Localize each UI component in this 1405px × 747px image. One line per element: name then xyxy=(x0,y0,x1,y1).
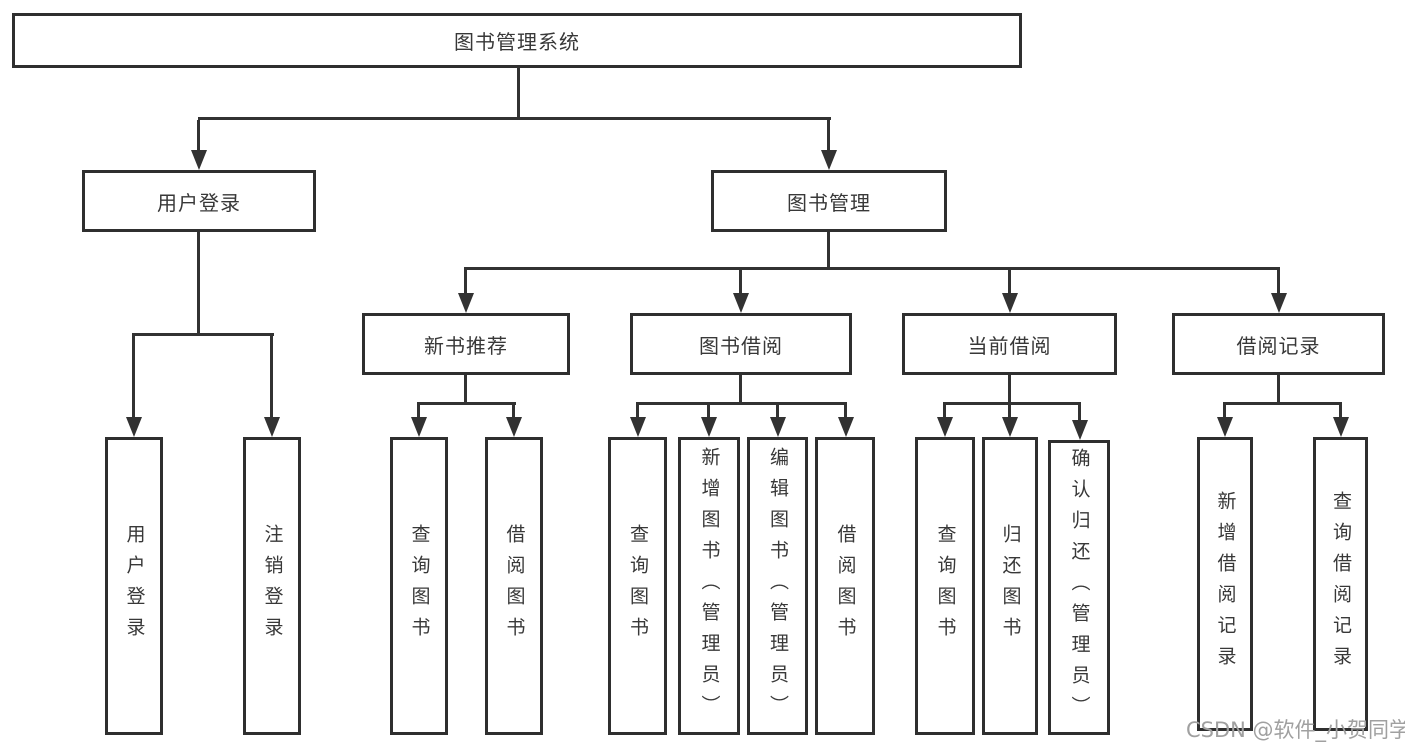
node-book-management: 图书管理 xyxy=(711,170,947,232)
connector-line xyxy=(636,405,639,419)
connector-line xyxy=(1339,405,1342,419)
arrowhead-icon xyxy=(770,417,786,437)
leaf-add-borrow-record: 新增借阅记录 xyxy=(1197,437,1253,731)
connector-line xyxy=(1008,405,1011,419)
node-label: 查询借阅记录 xyxy=(1330,491,1352,677)
connector-line xyxy=(943,402,1081,405)
connector-line xyxy=(1223,405,1226,419)
leaf-return-book: 归还图书 xyxy=(982,437,1038,735)
leaf-query-book-current: 查询图书 xyxy=(915,437,975,735)
arrowhead-icon xyxy=(1002,417,1018,437)
node-user-login: 用户登录 xyxy=(82,170,316,232)
arrowhead-icon xyxy=(1333,417,1349,437)
connector-line xyxy=(1223,402,1342,405)
node-label: 查询图书 xyxy=(627,524,649,648)
connector-line xyxy=(512,405,515,419)
connector-line xyxy=(776,405,779,419)
arrowhead-icon xyxy=(411,417,427,437)
arrowhead-icon xyxy=(126,417,142,437)
connector-line xyxy=(844,405,847,419)
node-label: 新增借阅记录 xyxy=(1214,491,1237,677)
node-label: 确认归还（管理员） xyxy=(1068,448,1091,727)
connector-line xyxy=(739,270,742,295)
node-label: 新书推荐 xyxy=(424,333,508,358)
leaf-logout: 注销登录 xyxy=(243,437,301,735)
leaf-borrow-book-recommend: 借阅图书 xyxy=(485,437,543,735)
node-label: 用户登录 xyxy=(123,524,146,648)
leaf-user-login: 用户登录 xyxy=(105,437,163,735)
arrowhead-icon xyxy=(1217,417,1233,437)
connector-line xyxy=(417,405,420,419)
arrowhead-icon xyxy=(733,293,749,313)
connector-line xyxy=(464,375,467,405)
connector-line xyxy=(464,270,467,295)
connector-line xyxy=(739,375,742,405)
arrowhead-icon xyxy=(1002,293,1018,313)
node-label: 新增图书（管理员） xyxy=(698,446,721,726)
arrowhead-icon xyxy=(458,293,474,313)
node-borrow-record: 借阅记录 xyxy=(1172,313,1385,375)
arrowhead-icon xyxy=(630,417,646,437)
node-label: 查询图书 xyxy=(408,524,431,648)
connector-line xyxy=(943,405,946,419)
leaf-borrow-book: 借阅图书 xyxy=(815,437,875,735)
arrowhead-icon xyxy=(1072,420,1088,440)
connector-line xyxy=(827,120,830,152)
node-label: 图书管理系统 xyxy=(454,30,580,54)
arrowhead-icon xyxy=(191,150,207,170)
leaf-query-book-recommend: 查询图书 xyxy=(390,437,448,735)
connector-line xyxy=(197,232,200,336)
connector-line xyxy=(198,117,831,120)
node-label: 图书管理 xyxy=(787,190,871,215)
node-label: 当前借阅 xyxy=(967,333,1052,358)
connector-line xyxy=(707,405,710,419)
leaf-confirm-return-admin: 确认归还（管理员） xyxy=(1048,440,1110,735)
node-new-book-recommend: 新书推荐 xyxy=(362,313,570,375)
node-label: 归还图书 xyxy=(999,524,1022,648)
node-label: 编辑图书（管理员） xyxy=(767,446,789,726)
connector-line xyxy=(827,232,830,270)
csdn-watermark: CSDN @软件_小贺同学 xyxy=(1186,718,1405,742)
node-label: 注销登录 xyxy=(261,524,284,648)
node-label: 图书借阅 xyxy=(699,333,783,358)
node-label: 借阅图书 xyxy=(834,524,857,648)
connector-line xyxy=(132,336,135,419)
leaf-query-borrow-record: 查询借阅记录 xyxy=(1313,437,1368,731)
node-label: 查询图书 xyxy=(934,524,957,648)
connector-line xyxy=(1277,270,1280,295)
connector-line xyxy=(417,402,516,405)
node-label: 借阅记录 xyxy=(1236,333,1321,358)
connector-line xyxy=(464,267,1280,270)
node-label: 借阅图书 xyxy=(503,524,526,648)
arrowhead-icon xyxy=(937,417,953,437)
connector-line xyxy=(1008,375,1011,405)
connector-line xyxy=(1078,405,1081,422)
leaf-add-book-admin: 新增图书（管理员） xyxy=(678,437,740,735)
arrowhead-icon xyxy=(821,150,837,170)
arrowhead-icon xyxy=(1271,293,1287,313)
arrowhead-icon xyxy=(701,417,717,437)
connector-line xyxy=(197,120,200,152)
arrowhead-icon xyxy=(838,417,854,437)
node-current-borrow: 当前借阅 xyxy=(902,313,1117,375)
connector-line xyxy=(636,402,847,405)
arrowhead-icon xyxy=(506,417,522,437)
connector-line xyxy=(1008,270,1011,295)
connector-line xyxy=(132,333,274,336)
connector-line xyxy=(517,67,520,120)
node-book-borrow: 图书借阅 xyxy=(630,313,852,375)
node-label: 用户登录 xyxy=(157,190,241,215)
node-root-library-system: 图书管理系统 xyxy=(12,13,1022,68)
leaf-edit-book-admin: 编辑图书（管理员） xyxy=(747,437,808,735)
connector-line xyxy=(1277,375,1280,405)
arrowhead-icon xyxy=(264,417,280,437)
leaf-query-book-borrow: 查询图书 xyxy=(608,437,667,735)
connector-line xyxy=(270,336,273,419)
